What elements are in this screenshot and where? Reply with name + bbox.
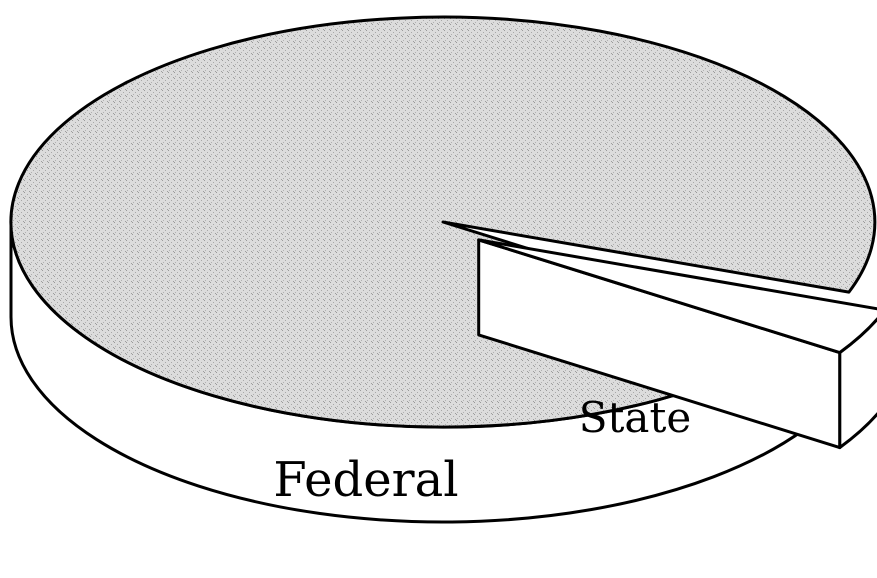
state-slice	[477, 238, 877, 355]
state-slice-label: State	[579, 393, 691, 442]
federal-slice-label: Federal	[273, 452, 458, 508]
